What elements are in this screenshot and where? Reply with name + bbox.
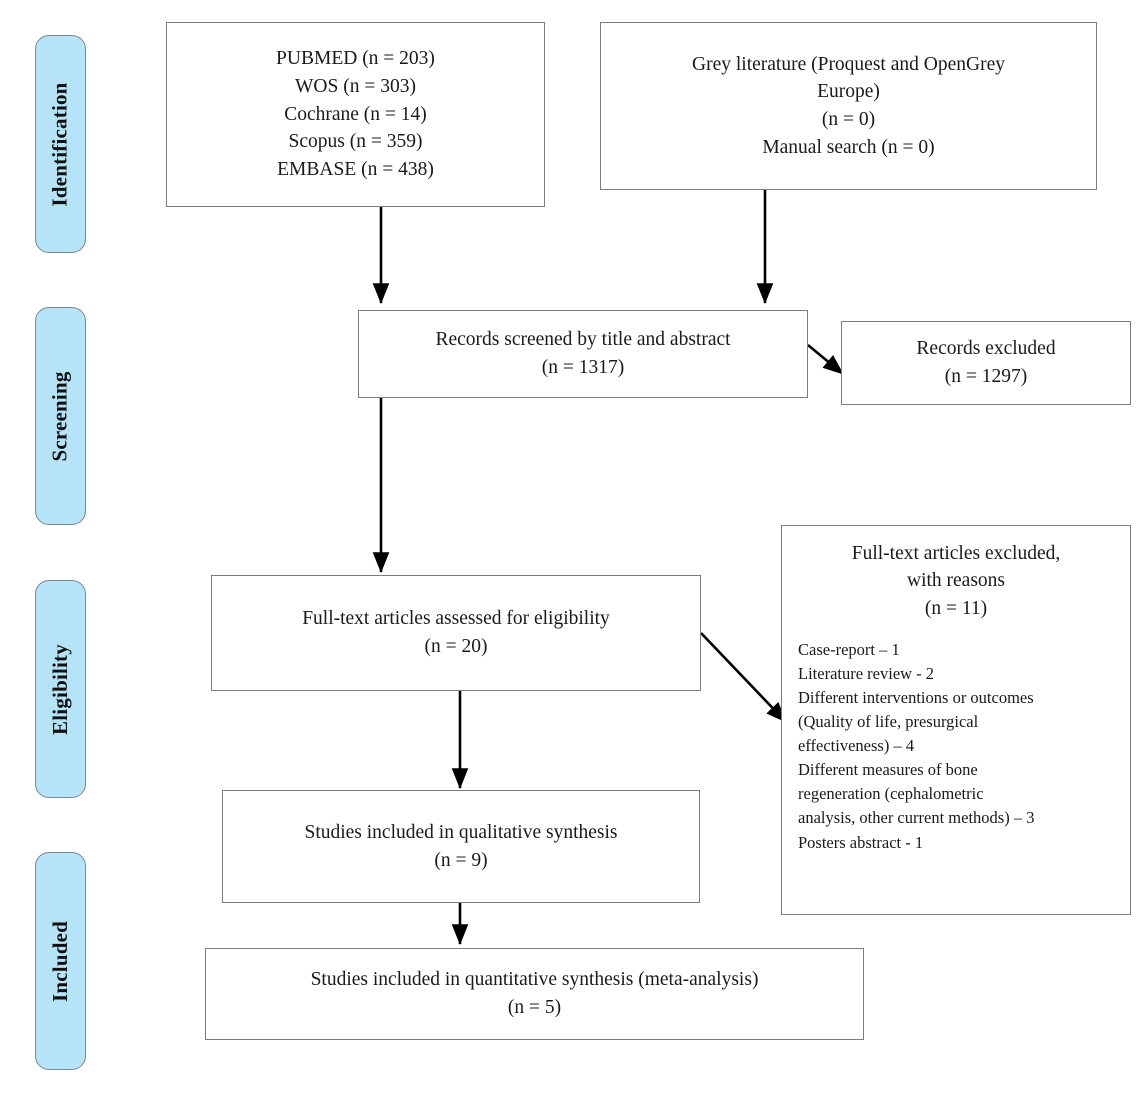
box-qualitative-synthesis: Studies included in qualitative synthesi… [222, 790, 700, 903]
database-line-wos: WOS (n = 303) [295, 75, 416, 97]
stage-label-screening: Screening [35, 307, 86, 525]
stage-label-eligibility-text: Eligibility [48, 643, 73, 735]
box-records-excluded: Records excluded (n = 1297) [841, 321, 1131, 405]
stage-label-included-text: Included [48, 920, 72, 1002]
fulltext-assessed-label: Full-text articles assessed for eligibil… [302, 608, 610, 630]
reason-line-7: regeneration (cephalometric [798, 784, 984, 804]
fulltext-excluded-line-2: with reasons [906, 570, 1006, 592]
box-records-screened: Records screened by title and abstract (… [358, 310, 808, 398]
fulltext-excluded-heading: Full-text articles excluded, with reason… [792, 540, 1120, 622]
records-screened-count: (n = 1317) [541, 357, 625, 378]
fulltext-assessed-count: (n = 20) [424, 636, 488, 657]
qualitative-synthesis-count: (n = 9) [434, 849, 488, 871]
stage-label-identification-text: Identification [48, 81, 73, 207]
database-line-cochrane: Cochrane (n = 14) [284, 103, 427, 125]
qualitative-synthesis-label: Studies included in qualitative synthesi… [304, 821, 618, 843]
database-line-scopus: Scopus (n = 359) [288, 131, 423, 153]
arrow-fulltext-to-excluded [700, 632, 787, 723]
stage-label-identification: Identification [35, 35, 86, 253]
grey-literature-line-3: (n = 0) [821, 109, 876, 130]
quantitative-synthesis-label: Studies included in quantitative synthes… [310, 969, 759, 991]
box-fulltext-excluded-reasons: Full-text articles excluded, with reason… [781, 525, 1131, 915]
grey-literature-line-4: Manual search (n = 0) [762, 136, 935, 158]
records-screened-label: Records screened by title and abstract [435, 329, 731, 351]
reason-line-4: (Quality of life, presurgical [798, 712, 979, 732]
database-line-pubmed: PUBMED (n = 203) [276, 48, 435, 70]
reason-line-1: Case-report – 1 [798, 639, 900, 659]
records-excluded-count: (n = 1297) [944, 366, 1028, 387]
box-fulltext-assessed: Full-text articles assessed for eligibil… [211, 575, 701, 691]
fulltext-excluded-line-1: Full-text articles excluded, [851, 543, 1061, 564]
reason-line-3: Different interventions or outcomes [798, 688, 1034, 708]
reason-line-2: Literature review - 2 [798, 663, 935, 683]
stage-label-included: Included [35, 852, 86, 1070]
box-database-records: PUBMED (n = 203) WOS (n = 303) Cochrane … [166, 22, 545, 207]
box-quantitative-synthesis: Studies included in quantitative synthes… [205, 948, 864, 1040]
records-excluded-label: Records excluded [916, 338, 1056, 360]
reason-line-6: Different measures of bone [798, 760, 978, 780]
grey-literature-line-2: Europe) [817, 81, 880, 103]
quantitative-synthesis-count: (n = 5) [507, 997, 562, 1018]
fulltext-excluded-reason-list: Case-report – 1 Literature review - 2 Di… [792, 638, 1120, 855]
fulltext-excluded-count: (n = 11) [924, 597, 988, 619]
box-grey-literature: Grey literature (Proquest and OpenGrey E… [600, 22, 1097, 190]
reason-line-9: Posters abstract - 1 [798, 832, 924, 852]
grey-literature-line-1: Grey literature (Proquest and OpenGrey [692, 53, 1005, 75]
stage-label-eligibility: Eligibility [35, 580, 86, 798]
database-line-embase: EMBASE (n = 438) [277, 159, 434, 181]
reason-line-5: effectiveness) – 4 [798, 736, 915, 756]
arrow-screened-to-excluded [807, 343, 844, 376]
stage-label-screening-text: Screening [48, 370, 73, 462]
reason-line-8: analysis, other current methods) – 3 [798, 808, 1035, 828]
